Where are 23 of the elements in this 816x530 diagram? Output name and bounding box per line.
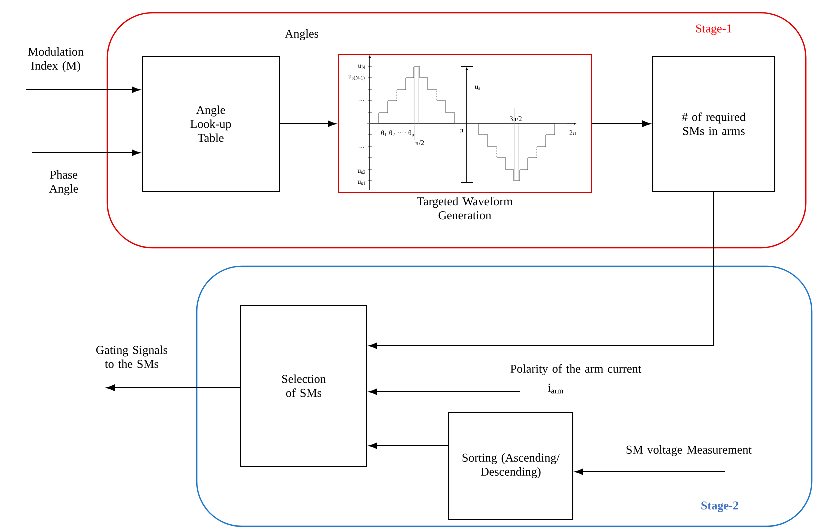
signal-label: Angles — [285, 30, 319, 40]
input-label: Gating Signals to the SMs — [96, 346, 168, 368]
arrow — [32, 150, 140, 156]
arrow — [26, 86, 140, 94]
process-box: Angle Look-up Table — [142, 56, 280, 192]
input-label: Modulation Index (M) — [28, 48, 84, 72]
process-box: # of required SMs in arms — [652, 56, 776, 192]
input-label: Phase Angle — [49, 170, 78, 196]
input-label: SM voltage Measurement — [626, 446, 752, 456]
arrow — [280, 120, 336, 128]
arrow — [369, 388, 520, 396]
arrow — [592, 120, 651, 128]
stage-label: Stage-1 — [696, 24, 732, 36]
process-box: Sorting (Ascending/ Descending) — [448, 412, 574, 520]
arrow — [369, 192, 714, 350]
arrow — [575, 468, 726, 476]
arrow — [106, 384, 241, 392]
stage-label: Stage-2 — [702, 502, 738, 512]
arrow — [369, 442, 449, 450]
process-box: Selection of SMs — [240, 305, 368, 467]
input-label: Polarity of the arm current — [510, 364, 642, 376]
box-title: Targeted Waveform Generation — [417, 197, 513, 220]
signal-label: i$_{arm}$ — [548, 384, 564, 394]
